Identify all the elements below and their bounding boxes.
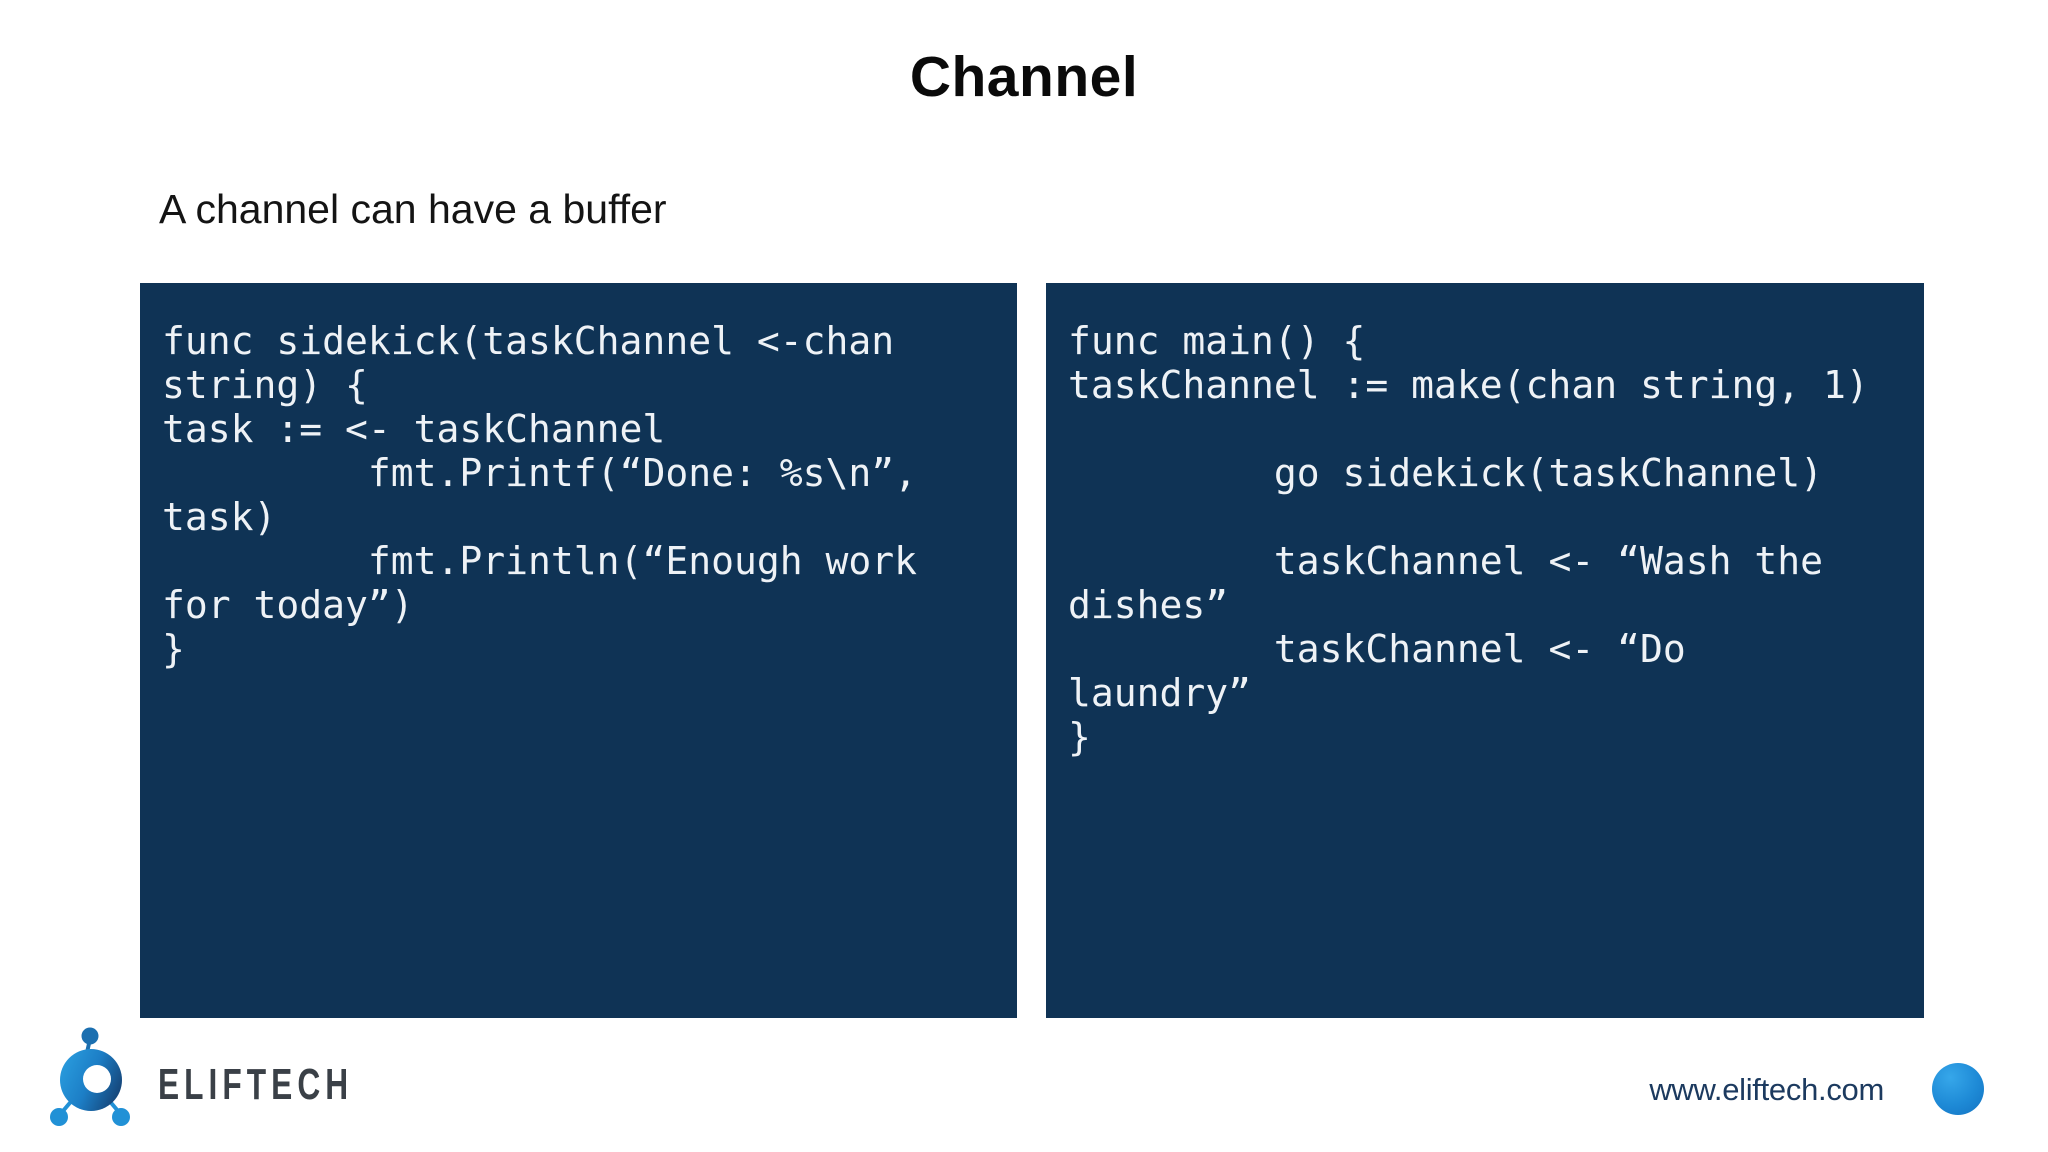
- code-sidekick-text: func sidekick(taskChannel <-chan string)…: [162, 319, 917, 671]
- slide-subtitle: A channel can have a buffer: [159, 186, 667, 232]
- code-block-sidekick: func sidekick(taskChannel <-chan string)…: [140, 283, 1017, 1018]
- eliftech-molecule-icon: [50, 1027, 130, 1126]
- eliftech-wordmark: ELIFTECH: [158, 1059, 354, 1109]
- eliftech-logo: ELIFTECH: [40, 1023, 429, 1138]
- code-block-main: func main() { taskChannel := make(chan s…: [1046, 283, 1924, 1018]
- website-url: www.eliftech.com: [1649, 1072, 1884, 1107]
- blue-dot-decoration: [1932, 1063, 1984, 1115]
- code-main-text: func main() { taskChannel := make(chan s…: [1068, 319, 1869, 759]
- slide-title: Channel: [909, 45, 1139, 109]
